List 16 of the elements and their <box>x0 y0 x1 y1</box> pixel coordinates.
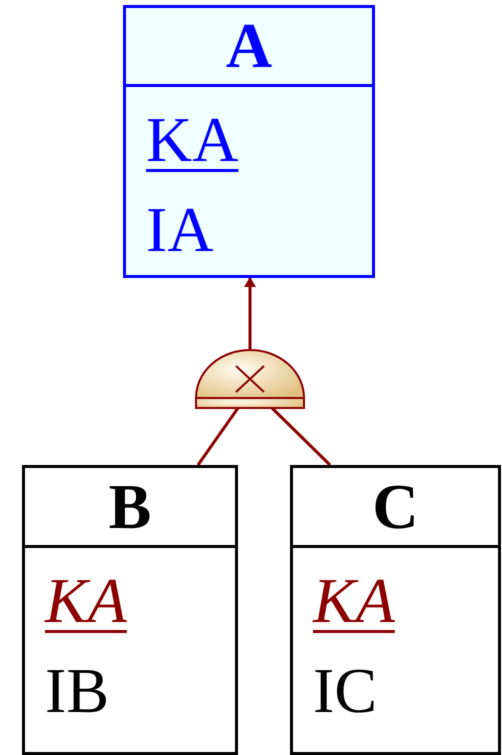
attribute: IA <box>146 193 214 267</box>
disjoint-generalization-symbol <box>194 348 306 410</box>
attribute: IC <box>313 654 377 728</box>
connector-line <box>196 407 240 466</box>
entity-box <box>123 5 375 278</box>
entity-box <box>290 465 501 755</box>
entity-name: C <box>372 474 419 538</box>
key-attribute: KA <box>45 564 127 638</box>
entity-name: B <box>108 474 152 538</box>
arrow <box>244 277 256 350</box>
key-attribute: KA <box>313 564 395 638</box>
attribute: IB <box>45 654 109 728</box>
entity-box <box>22 465 238 755</box>
connector-line <box>270 406 332 466</box>
entity-name: A <box>226 14 272 78</box>
key-attribute: KA <box>146 103 238 177</box>
